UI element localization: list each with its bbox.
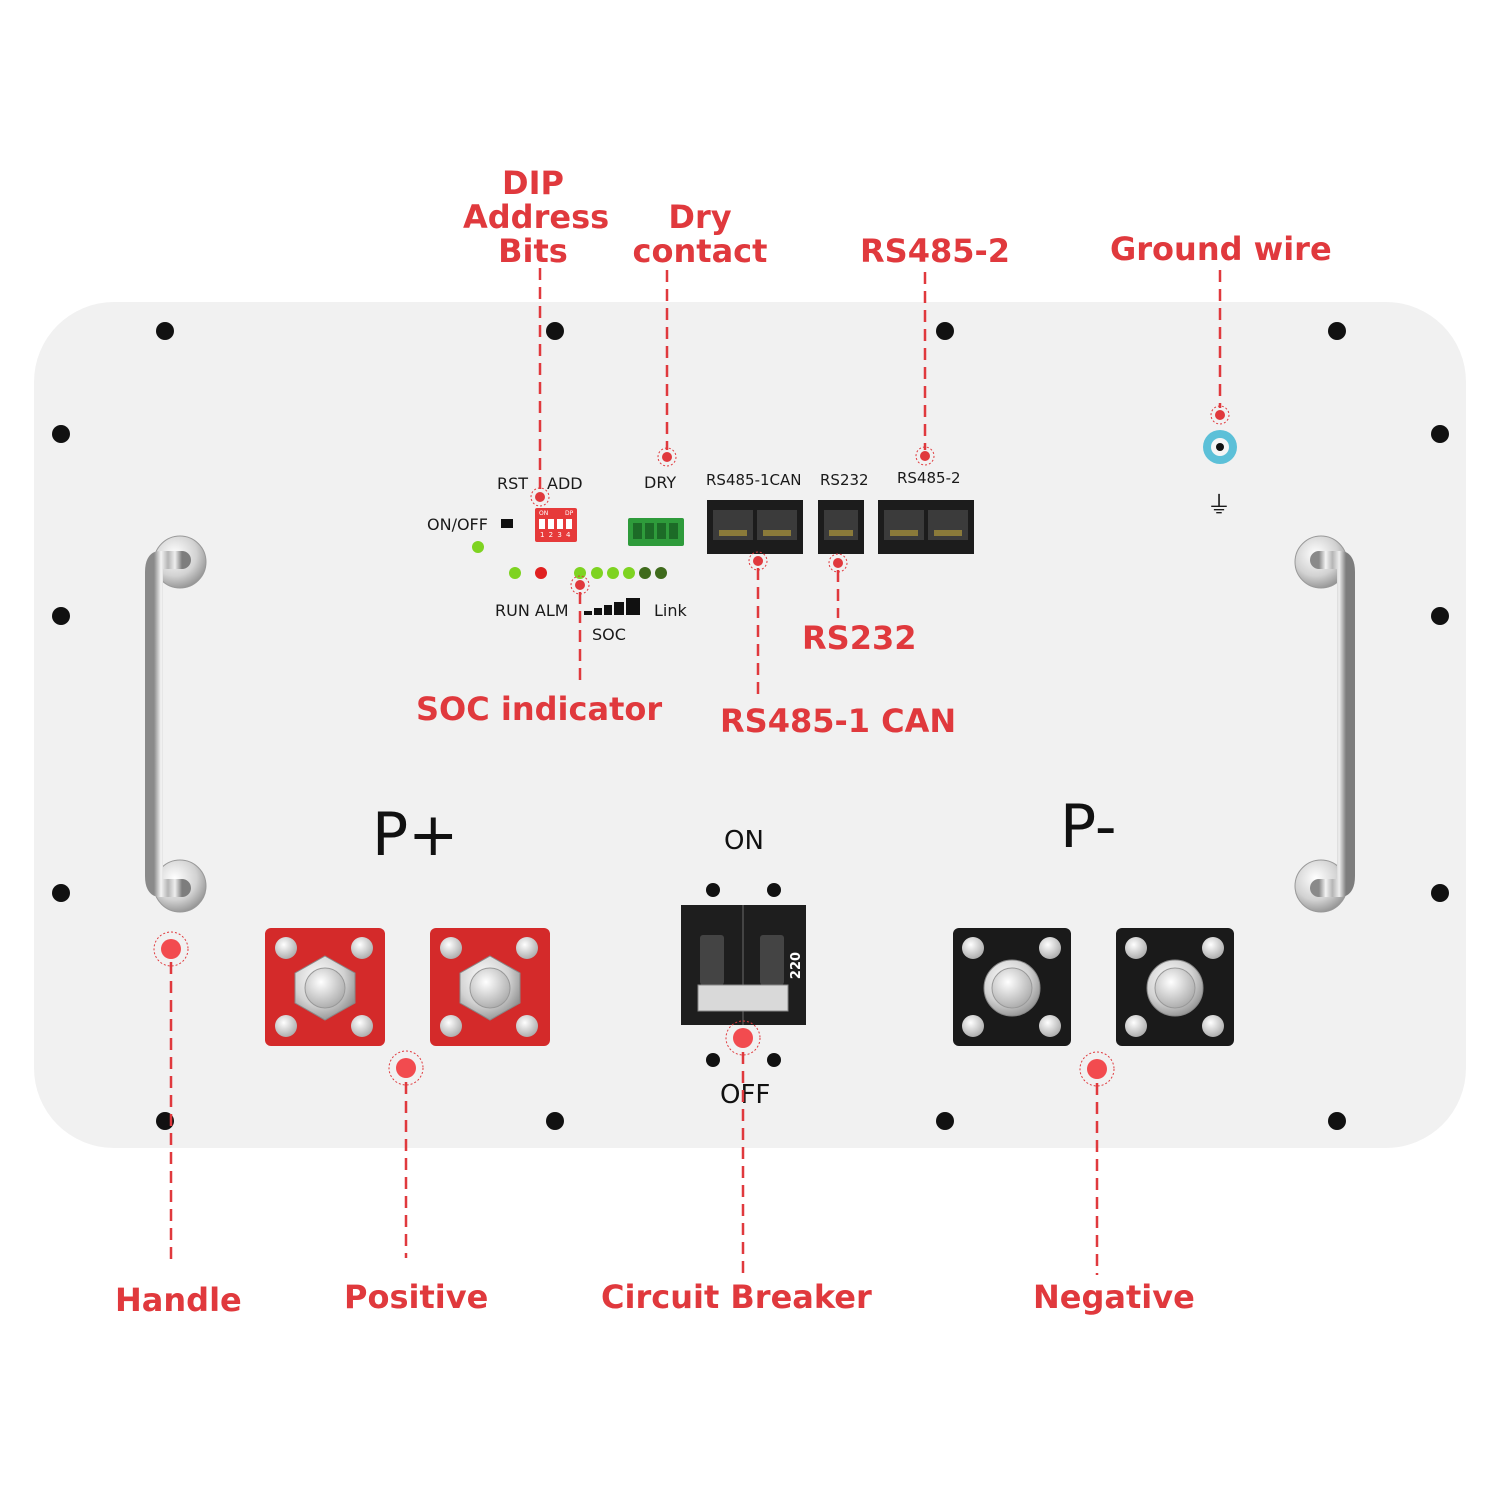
dip-number-marking: 1 2 3 4 [540, 531, 572, 539]
soc-bars-icon [584, 598, 640, 615]
dip-on-marking: ON [539, 510, 549, 517]
alm-led-icon [535, 567, 547, 579]
on-off-indicator [501, 519, 513, 528]
rs485-2-port[interactable] [878, 500, 974, 554]
callout-rs232: RS232 [802, 619, 917, 657]
handle-right[interactable] [1294, 535, 1355, 913]
callout-markers [153, 405, 1230, 1087]
rs232-port[interactable] [818, 500, 864, 554]
power-led-icon [472, 541, 484, 553]
battery-panel [34, 302, 1466, 1148]
callout-dry-line-1: Dry [668, 198, 732, 236]
circuit-breaker[interactable] [681, 883, 806, 1067]
dip-switch[interactable] [535, 508, 577, 542]
soc-led-icons [574, 567, 667, 579]
callout-negative: Negative [1033, 1278, 1195, 1316]
run-led-icon [509, 567, 521, 579]
link-label: Link [654, 601, 687, 620]
positive-terminal-2[interactable] [430, 928, 550, 1046]
dry-contact-connector[interactable] [628, 518, 684, 546]
rs485-1can-label: RS485-1CAN [706, 471, 802, 489]
breaker-on-marking: ON [724, 826, 764, 856]
soc-label: SOC [592, 625, 626, 644]
positive-terminal-1[interactable] [265, 928, 385, 1046]
rs232-label: RS232 [820, 471, 869, 489]
ground-terminal[interactable] [1203, 430, 1237, 464]
callout-dip-line-2: Address [463, 198, 610, 236]
callout-circuit-breaker: Circuit Breaker [601, 1278, 872, 1316]
rst-label: RST [497, 474, 529, 493]
callout-rs485-1-can: RS485-1 CAN [720, 702, 957, 740]
callout-positive: Positive [344, 1278, 489, 1316]
callout-dip-line-3: Bits [498, 232, 568, 270]
negative-terminal-2[interactable] [1116, 928, 1234, 1046]
negative-terminal-1[interactable] [953, 928, 1071, 1046]
callout-dry-contact: Dry contact [630, 200, 770, 268]
callout-handle: Handle [115, 1281, 242, 1319]
run-alm-label: RUN ALM [495, 601, 569, 620]
positive-marking: P+ [372, 800, 459, 870]
dry-label: DRY [644, 473, 677, 492]
on-off-label: ON/OFF [427, 515, 488, 534]
add-label: ADD [547, 474, 583, 493]
callout-soc-indicator: SOC indicator [416, 690, 663, 728]
ground-symbol-icon: ⏚ [1207, 491, 1231, 519]
handle-left[interactable] [145, 535, 207, 913]
rs485-1-can-port[interactable] [707, 500, 803, 554]
callout-dry-line-2: contact [632, 232, 768, 270]
callout-dip-address-bits: DIP Address Bits [463, 164, 610, 270]
rs485-2-label: RS485-2 [897, 469, 961, 487]
negative-marking: P- [1060, 792, 1117, 862]
breaker-off-marking: OFF [720, 1080, 771, 1110]
callout-dip-line-1: DIP [502, 164, 564, 202]
callout-ground-wire: Ground wire [1110, 230, 1332, 268]
mounting-holes [52, 322, 1449, 1130]
callout-rs485-2: RS485-2 [860, 232, 1011, 270]
dip-dp-marking: DP [565, 510, 574, 517]
